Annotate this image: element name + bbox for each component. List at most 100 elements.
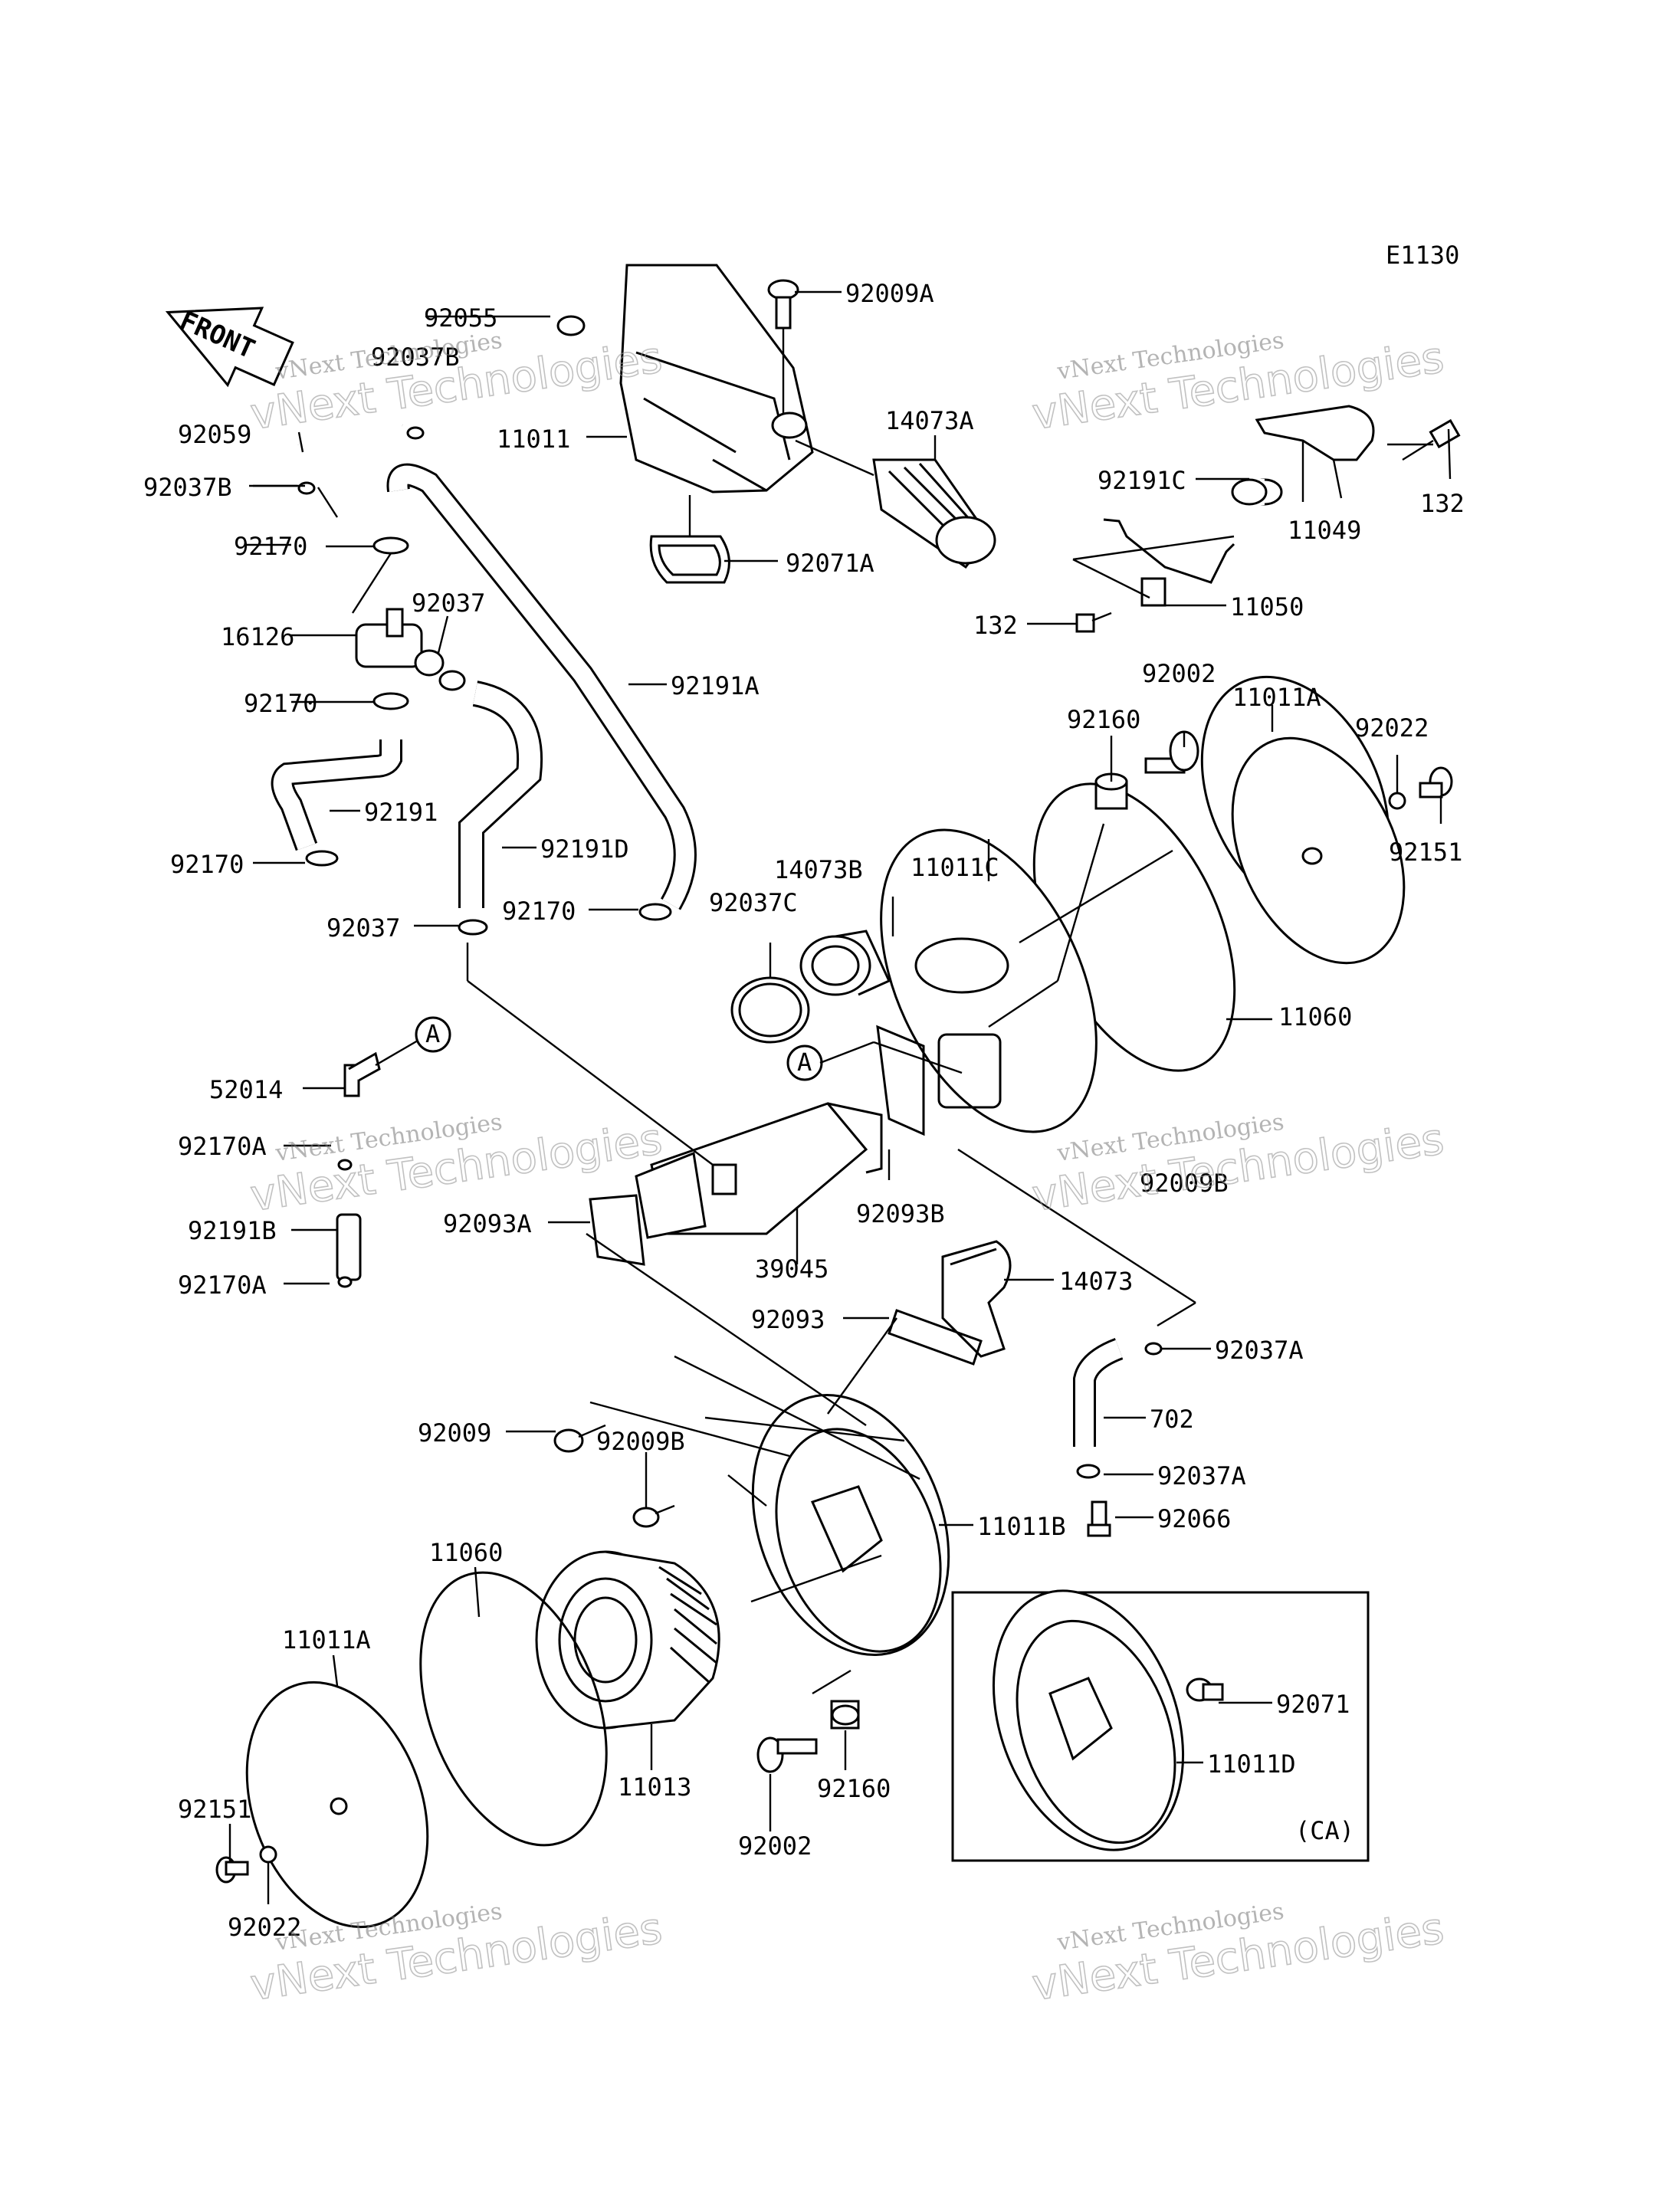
label-11050: 11050	[1230, 592, 1304, 621]
label-92170A-2: 92170A	[178, 1271, 267, 1300]
clamp-92037A-a	[1144, 1342, 1163, 1356]
diagram-code: E1130	[1386, 241, 1459, 270]
variant-ca-box	[951, 1591, 1370, 1862]
gasket-92071A	[649, 535, 730, 584]
front-arrow-label: FRONT	[176, 305, 260, 365]
svg-text:A: A	[425, 1019, 440, 1048]
label-92191A: 92191A	[671, 671, 760, 700]
label-52014: 52014	[209, 1075, 283, 1104]
variant-ca-label: (CA)	[1295, 1816, 1354, 1845]
label-92022-top: 92022	[1355, 713, 1429, 743]
screw-92151-top	[1419, 766, 1453, 798]
clamp-92170-d	[638, 903, 672, 921]
label-14073: 14073	[1059, 1267, 1133, 1296]
clamp-92037B-b	[406, 426, 425, 440]
air-cleaner-case-11011	[619, 264, 814, 494]
seal-11060-low	[419, 1571, 608, 1847]
gasket-92093B	[876, 1025, 925, 1136]
housing-39045	[635, 1102, 883, 1239]
label-92160-low: 92160	[817, 1774, 891, 1803]
label-92151-low: 92151	[178, 1795, 251, 1824]
label-132-right: 132	[1420, 489, 1465, 518]
label-92037B-top: 92037B	[371, 343, 460, 372]
washer-92022-top	[1388, 792, 1406, 810]
bolt-132-right	[1402, 418, 1461, 461]
screw-92009A	[767, 279, 799, 330]
label-92170-2: 92170	[244, 689, 317, 718]
label-132-left: 132	[973, 611, 1018, 640]
clamp-92037B-a	[297, 481, 316, 495]
label-39045: 39045	[755, 1254, 829, 1284]
label-92009A: 92009A	[845, 279, 934, 308]
label-11011B: 11011B	[977, 1512, 1066, 1541]
label-92191B: 92191B	[188, 1216, 277, 1245]
screw-92009	[553, 1424, 606, 1453]
plate-11011C	[880, 828, 1098, 1133]
label-92066: 92066	[1157, 1504, 1231, 1533]
label-16126: 16126	[221, 622, 294, 651]
label-92055: 92055	[424, 303, 497, 333]
label-92009B-mid: 92009B	[1140, 1169, 1229, 1198]
label-92009B-low: 92009B	[596, 1427, 685, 1456]
bolt-92002-top	[1144, 730, 1199, 774]
label-92160-top: 92160	[1067, 705, 1140, 734]
label-11060-top: 11060	[1278, 1002, 1352, 1031]
fitting-92071	[1186, 1677, 1224, 1702]
gasket-92093A	[589, 1194, 645, 1266]
label-92191D: 92191D	[540, 835, 629, 864]
label-14073A: 14073A	[885, 406, 974, 435]
part-labels: 92055 92009A 92037B 92059 11011 14073A 9…	[143, 279, 1465, 1942]
label-92022-low: 92022	[228, 1913, 301, 1942]
valve-16126	[355, 608, 445, 677]
clamp-92170A-b	[337, 1276, 353, 1288]
clamp-92037-b	[458, 919, 488, 936]
label-92170-3: 92170	[170, 850, 244, 879]
reference-mark-a-left: A	[415, 1016, 451, 1053]
svg-text:A: A	[797, 1048, 812, 1077]
label-11011A-low: 11011A	[282, 1625, 371, 1654]
cover-11011A-low	[245, 1681, 429, 1929]
washer-92022-low	[259, 1845, 277, 1864]
cover-11011A-top	[1200, 675, 1406, 965]
label-92037C: 92037C	[709, 888, 798, 917]
label-11011A-top: 11011A	[1232, 683, 1321, 712]
label-92009: 92009	[418, 1418, 491, 1448]
clamp-92170-b	[372, 692, 409, 710]
air-filter-element-11013	[535, 1550, 720, 1730]
label-92191: 92191	[364, 798, 438, 827]
label-92071A: 92071A	[786, 549, 874, 578]
reference-mark-a-mid: A	[786, 1044, 823, 1081]
clamp-92037-a	[438, 670, 466, 691]
label-92093B: 92093B	[856, 1199, 945, 1228]
label-11060-low: 11060	[429, 1538, 503, 1567]
label-92170-1: 92170	[234, 532, 307, 561]
bolt-92002-low	[756, 1736, 818, 1773]
label-92059: 92059	[178, 420, 251, 449]
clamp-92037A-b	[1076, 1464, 1101, 1479]
stay-11050	[1103, 518, 1235, 607]
label-702: 702	[1150, 1405, 1194, 1434]
label-92037A-1: 92037A	[1215, 1336, 1304, 1365]
label-11011C: 11011C	[911, 853, 999, 882]
label-92191C: 92191C	[1098, 466, 1186, 495]
label-11011: 11011	[497, 425, 570, 454]
bolt-132-left	[1075, 612, 1112, 633]
nipple-92066	[1087, 1500, 1111, 1537]
label-92037B-left: 92037B	[143, 473, 232, 502]
label-92170-4: 92170	[502, 897, 576, 926]
label-92037-2: 92037	[326, 913, 400, 943]
label-92151-top: 92151	[1389, 838, 1462, 867]
duct-14073B	[799, 930, 891, 996]
label-14073B: 14073B	[774, 855, 863, 884]
label-92071: 92071	[1276, 1690, 1350, 1719]
grommet-92160-low	[830, 1700, 860, 1730]
label-92002-top: 92002	[1142, 659, 1216, 688]
bracket-11049	[1255, 405, 1375, 461]
base-11011D	[992, 1589, 1185, 1851]
label-92093A: 92093A	[443, 1209, 532, 1238]
clamp-92170-c	[305, 850, 339, 867]
fitting-52014	[343, 1051, 381, 1097]
label-11013: 11013	[618, 1772, 691, 1802]
